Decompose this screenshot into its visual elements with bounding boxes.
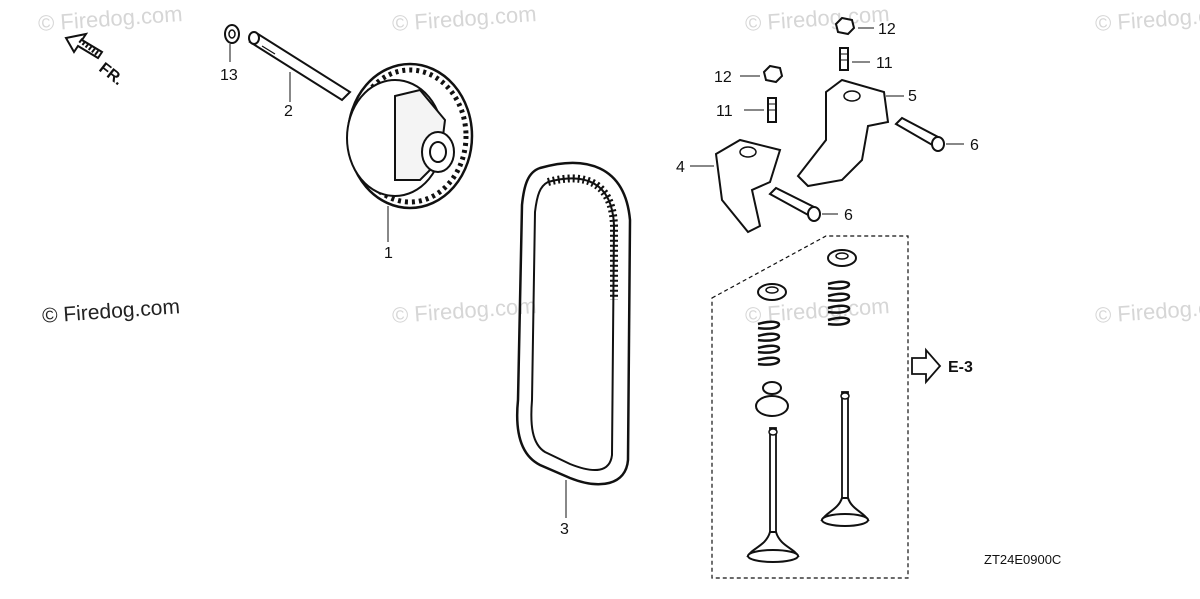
callout-11-lower: 11 [716, 103, 733, 120]
callout-2: 2 [284, 103, 293, 120]
callout-4: 4 [676, 159, 685, 176]
callout-1: 1 [384, 245, 393, 262]
direction-label: FR. [96, 60, 127, 89]
pivot-bolt-part-6-right [894, 116, 964, 152]
stud-part-11-upper [839, 47, 870, 71]
rocker-arm-part-5 [796, 78, 904, 188]
callout-12-upper: 12 [878, 21, 896, 38]
stud-part-11-lower [744, 97, 777, 123]
pivot-bolt-part-6-lower [768, 186, 838, 222]
callout-6-right: 6 [970, 137, 979, 154]
timing-belt-part-3 [516, 161, 632, 518]
callout-3: 3 [560, 521, 569, 538]
drawing-code: ZT24E0900C [984, 552, 1061, 567]
nut-part-12-upper [834, 16, 874, 36]
shaft-part-2 [248, 31, 352, 102]
rocker-arm-part-4 [690, 138, 782, 234]
callout-12-lower: 12 [714, 69, 732, 86]
callout-6-lower: 6 [844, 207, 853, 224]
washer-part-13 [224, 24, 240, 62]
callout-11-upper: 11 [876, 55, 893, 72]
front-direction-arrow: FR. [64, 32, 127, 89]
nut-part-12-lower [740, 64, 784, 84]
reference-label: E-3 [948, 359, 973, 376]
valve-group-box [711, 235, 909, 579]
reference-arrow-icon [911, 347, 942, 385]
callout-13: 13 [220, 67, 238, 84]
cam-pulley-part-1 [346, 62, 474, 242]
callout-5: 5 [908, 88, 917, 105]
